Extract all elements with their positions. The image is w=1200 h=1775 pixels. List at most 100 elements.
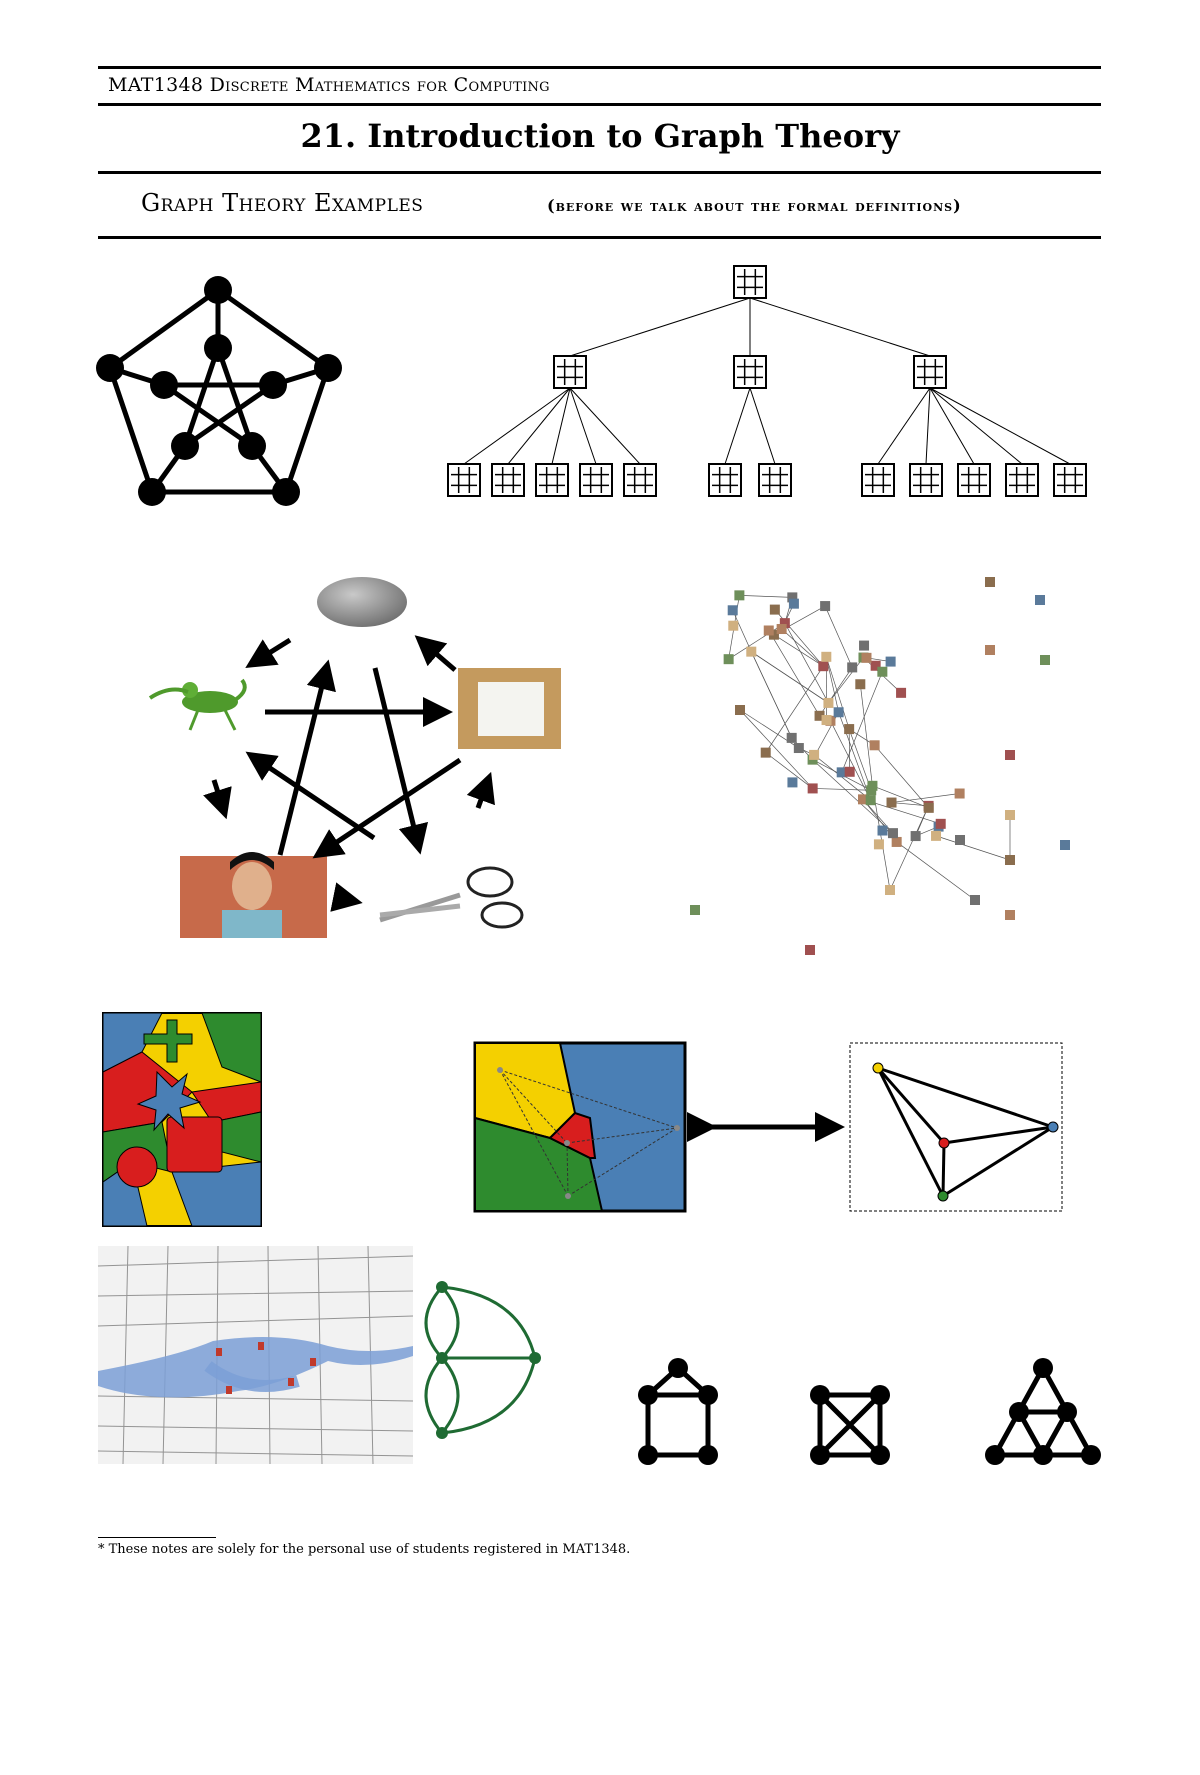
social-node [877, 667, 887, 677]
social-edge [775, 610, 823, 667]
social-node [805, 945, 815, 955]
reply-board [709, 464, 741, 496]
social-node [728, 605, 738, 615]
rock-image [317, 577, 407, 627]
social-node [955, 835, 965, 845]
envelope-house-graphs [630, 1655, 1110, 1775]
tree-edge [570, 388, 596, 464]
social-node [770, 605, 780, 615]
social-node [885, 885, 895, 895]
social-node [931, 831, 941, 841]
social-node [746, 647, 756, 657]
social-node [823, 698, 833, 708]
title-rule-bottom [98, 171, 1101, 174]
tree-edge [878, 388, 930, 464]
reply-board [580, 464, 612, 496]
root-board [734, 266, 766, 298]
section-rule [98, 236, 1101, 239]
social-node [985, 577, 995, 587]
social-node [761, 748, 771, 758]
tree-edge [926, 388, 930, 464]
social-node [820, 601, 830, 611]
tree-edge [930, 388, 1022, 464]
reply-board [910, 464, 942, 496]
social-node [896, 688, 906, 698]
social-network-graph [680, 570, 1100, 960]
tree-edge [725, 388, 750, 464]
social-node [822, 715, 832, 725]
social-node [936, 819, 946, 829]
triangle-graph [975, 1350, 1110, 1470]
social-edge [936, 836, 1010, 860]
social-node [870, 740, 880, 750]
social-node [866, 795, 876, 805]
reply-board [1054, 464, 1086, 496]
social-node [789, 599, 799, 609]
social-node [808, 783, 818, 793]
social-edge [782, 629, 824, 666]
spock-image [180, 852, 327, 938]
lizard-image [150, 680, 245, 730]
social-node [809, 750, 819, 760]
social-edge [739, 595, 792, 597]
petersen-graph [90, 270, 340, 515]
social-node [1005, 810, 1015, 820]
section-title: Graph Theory Examples [141, 189, 423, 217]
social-node [1005, 855, 1015, 865]
social-node [787, 777, 797, 787]
social-node [787, 733, 797, 743]
reply-board [862, 464, 894, 496]
move-board [734, 356, 766, 388]
social-node [867, 781, 877, 791]
social-node [834, 707, 844, 717]
social-node [844, 724, 854, 734]
planar-graph [850, 1043, 1062, 1211]
reply-board [759, 464, 791, 496]
social-node [878, 826, 888, 836]
social-node [1040, 655, 1050, 665]
social-node [861, 653, 871, 663]
four-color-map [102, 1012, 262, 1227]
social-node [821, 652, 831, 662]
rock-paper-scissors-lizard-spock-digraph [130, 570, 570, 945]
house-graph [630, 1350, 730, 1470]
social-node [845, 767, 855, 777]
social-node [1005, 750, 1015, 760]
title-rule-top [98, 103, 1101, 106]
region-map [475, 1043, 685, 1211]
social-node [818, 661, 828, 671]
social-node [888, 828, 898, 838]
move-board [914, 356, 946, 388]
footnote-rule [98, 1537, 216, 1538]
region-adjacency-graph [470, 1038, 1095, 1218]
konigsberg-multigraph [420, 1275, 545, 1455]
top-rule [98, 66, 1101, 69]
complete-graph-k4 [800, 1377, 900, 1467]
social-edge [751, 652, 791, 738]
social-node [911, 831, 921, 841]
tic-tac-toe-game-tree [440, 260, 1100, 500]
social-node [1005, 910, 1015, 920]
social-node [777, 624, 787, 634]
social-node [859, 641, 869, 651]
scissors-image [380, 868, 522, 927]
social-node [955, 789, 965, 799]
tree-edge [750, 298, 930, 356]
social-edge [897, 842, 975, 900]
reply-board [448, 464, 480, 496]
social-node [985, 645, 995, 655]
social-node [724, 654, 734, 664]
move-board [554, 356, 586, 388]
social-node [886, 657, 896, 667]
social-edge [860, 684, 872, 786]
social-node [874, 839, 884, 849]
social-node [1035, 595, 1045, 605]
social-node [728, 621, 738, 631]
reply-board [536, 464, 568, 496]
konigsberg-bridges [98, 1246, 413, 1464]
social-node [690, 905, 700, 915]
social-node [887, 798, 897, 808]
tree-edge [570, 298, 750, 356]
social-node [735, 705, 745, 715]
tree-edge [930, 388, 1070, 464]
